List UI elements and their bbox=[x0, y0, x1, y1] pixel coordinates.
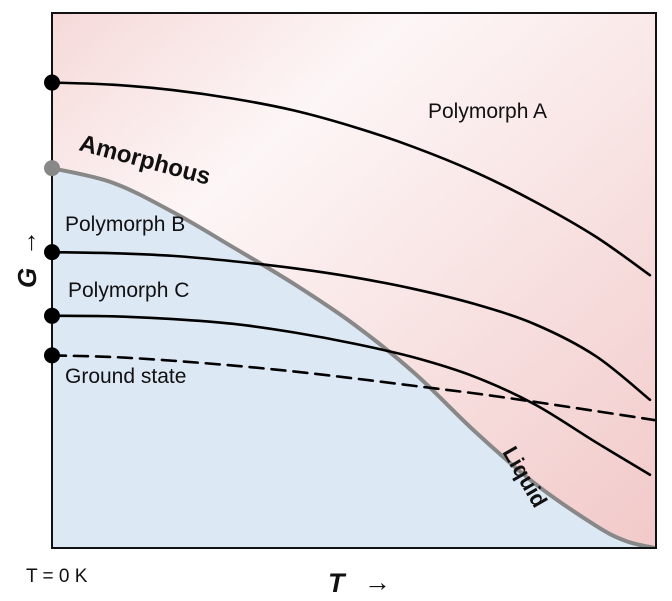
series-layer bbox=[52, 81, 656, 548]
series-line-amorphous bbox=[52, 166, 656, 548]
region-below-liquid bbox=[52, 168, 655, 548]
plot-frame bbox=[51, 12, 657, 549]
x-axis-label: T bbox=[328, 568, 347, 598]
origin-label: T = 0 K bbox=[26, 566, 88, 587]
y-axis-label: G bbox=[12, 268, 42, 288]
series-line-polymorph-a bbox=[52, 81, 652, 277]
origin-point-amorphous bbox=[44, 160, 60, 177]
plot-area bbox=[52, 13, 656, 548]
x-axis-arrow: → bbox=[364, 567, 391, 597]
origin-point-polymorph-b bbox=[44, 244, 60, 261]
label-polymorph-a: Polymorph A bbox=[428, 100, 547, 123]
origin-point-polymorph-c bbox=[44, 307, 60, 324]
y-axis-arrow: → bbox=[12, 230, 42, 256]
label-polymorph-b: Polymorph B bbox=[65, 213, 185, 236]
y-axis-title: G → bbox=[12, 230, 42, 288]
series-line-polymorph-b bbox=[52, 250, 652, 402]
origin-point-polymorph-a bbox=[44, 74, 60, 91]
label-polymorph-c: Polymorph C bbox=[68, 279, 189, 302]
marker-layer bbox=[44, 74, 60, 364]
label-ground-state: Ground state bbox=[65, 365, 186, 388]
origin-point-ground-state bbox=[44, 347, 60, 364]
series-line-ground-state bbox=[52, 354, 656, 422]
x-axis-title: T → bbox=[328, 567, 391, 598]
series-line-polymorph-c bbox=[52, 314, 652, 476]
